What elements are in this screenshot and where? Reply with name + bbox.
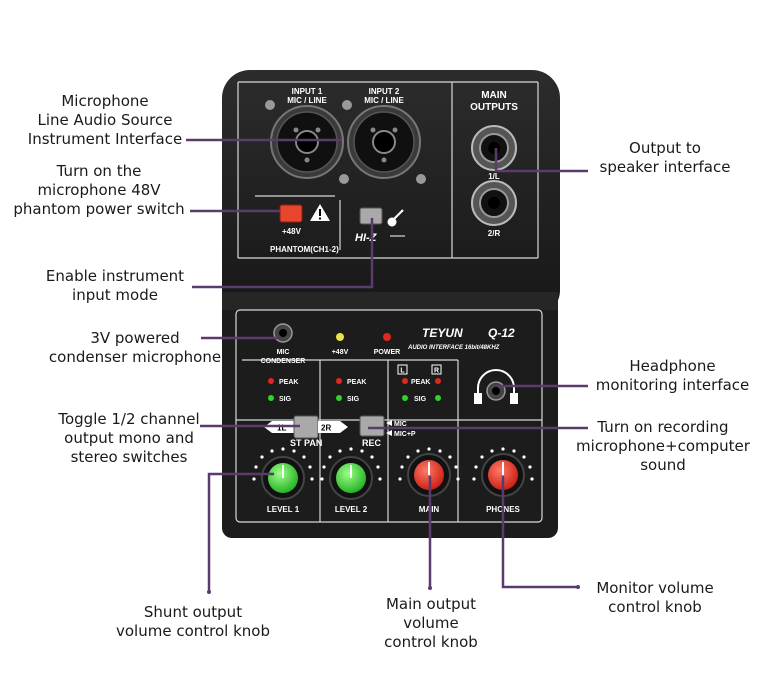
st-pan-label: ST PAN — [290, 438, 322, 448]
ch2-sig-led — [336, 395, 342, 401]
output-r-jack[interactable] — [471, 180, 517, 226]
level-2-knob[interactable] — [329, 456, 373, 500]
headphone-icon — [474, 369, 518, 404]
callout-phantom-power: Turn on the microphone 48V phantom power… — [13, 162, 185, 218]
main-peak-label: PEAK — [411, 379, 430, 386]
ch1-sig-led — [268, 395, 274, 401]
callout-input-sources: Microphone Line Audio Source Instrument … — [27, 92, 183, 148]
input1-label-line1: INPUT 1 — [292, 87, 323, 96]
r-label: R — [434, 368, 439, 375]
ch1-sig-label: SIG — [279, 396, 292, 403]
rec-micp-arrow — [386, 430, 392, 436]
input1-label-line2: MIC / LINE — [287, 96, 327, 105]
rec-switch[interactable] — [359, 415, 385, 437]
pan-2r-label: 2R — [321, 424, 331, 433]
mic-condenser-line1: MIC — [277, 349, 290, 356]
main-outputs-line1: MAIN — [481, 90, 507, 101]
guitar-icon — [387, 209, 404, 227]
phantom-power-button[interactable] — [279, 204, 303, 223]
input-2-jack[interactable] — [342, 100, 426, 184]
front-panel-frame — [235, 309, 543, 523]
led-48v-indicator — [336, 333, 344, 341]
warning-icon — [310, 204, 330, 221]
hi-z-label: HI-Z — [355, 232, 378, 244]
brand-logo: TEYUN — [422, 326, 463, 340]
callout-speaker-output: Output to speaker interface — [599, 139, 731, 176]
led-power-label: POWER — [374, 349, 400, 356]
level-1-knob[interactable] — [261, 456, 305, 500]
rec-mic-arrow — [386, 420, 392, 426]
rec-mic-label: MIC — [394, 421, 407, 428]
main-r-sig-led — [435, 395, 441, 401]
output-l-jack[interactable] — [471, 125, 517, 171]
callout-shunt-output: Shunt output volume control knob — [116, 603, 270, 640]
callout-recording: Turn on recording microphone+computer so… — [576, 418, 750, 474]
phantom-label: PHANTOM(CH1-2) — [270, 245, 339, 254]
mic-condenser-line2: CONDENSER — [261, 358, 306, 365]
main-sig-label: SIG — [414, 396, 427, 403]
led-power-indicator — [383, 333, 391, 341]
out-l-label: 1/L — [488, 172, 500, 181]
ch1-peak-led — [268, 378, 274, 384]
ch1-peak-label: PEAK — [279, 379, 298, 386]
callout-headphone: Headphone monitoring interface — [595, 357, 750, 394]
callout-condenser: 3V powered condenser microphone — [48, 329, 222, 366]
rec-micp-label: MIC+P — [394, 431, 416, 438]
main-outputs-line2: OUTPUTS — [470, 102, 518, 113]
main-l-sig-led — [402, 395, 408, 401]
callout-main-output: Main output volume control knob — [384, 595, 478, 651]
callout-monitor-volume: Monitor volume control knob — [596, 579, 714, 616]
out-r-label: 2/R — [488, 229, 501, 238]
ch2-peak-led — [336, 378, 342, 384]
leader-lines — [186, 138, 588, 592]
callout-hi-z: Enable instrument input mode — [45, 267, 185, 304]
led-48v-label: +48V — [332, 349, 349, 356]
main-knob[interactable] — [407, 453, 451, 497]
input-1-jack[interactable] — [265, 100, 349, 184]
leader-end-dots — [207, 585, 580, 594]
l-label: L — [400, 368, 405, 375]
condenser-mic-jack[interactable] — [273, 323, 293, 343]
subtitle-label: AUDIO INTERFACE 16bit/48KHZ — [407, 345, 500, 351]
main-r-peak-led — [435, 378, 441, 384]
ch2-peak-label: PEAK — [347, 379, 366, 386]
input2-label-line1: INPUT 2 — [369, 87, 400, 96]
level-1-label: LEVEL 1 — [267, 505, 300, 514]
rec-label: REC — [362, 438, 382, 448]
pan-1l-label: 1L — [277, 424, 286, 433]
model-label: Q-12 — [488, 326, 515, 340]
callout-st-pan: Toggle 1/2 channel output mono and stere… — [58, 410, 200, 466]
r-box — [431, 364, 442, 375]
plus48v-label: +48V — [282, 227, 302, 236]
ch2-sig-label: SIG — [347, 396, 360, 403]
main-l-peak-led — [402, 378, 408, 384]
level-2-label: LEVEL 2 — [335, 505, 368, 514]
phones-knob[interactable] — [481, 453, 525, 497]
headphone-jack[interactable] — [486, 381, 506, 401]
input2-label-line2: MIC / LINE — [364, 96, 404, 105]
l-box — [397, 364, 408, 375]
knob-ticks — [252, 447, 534, 481]
